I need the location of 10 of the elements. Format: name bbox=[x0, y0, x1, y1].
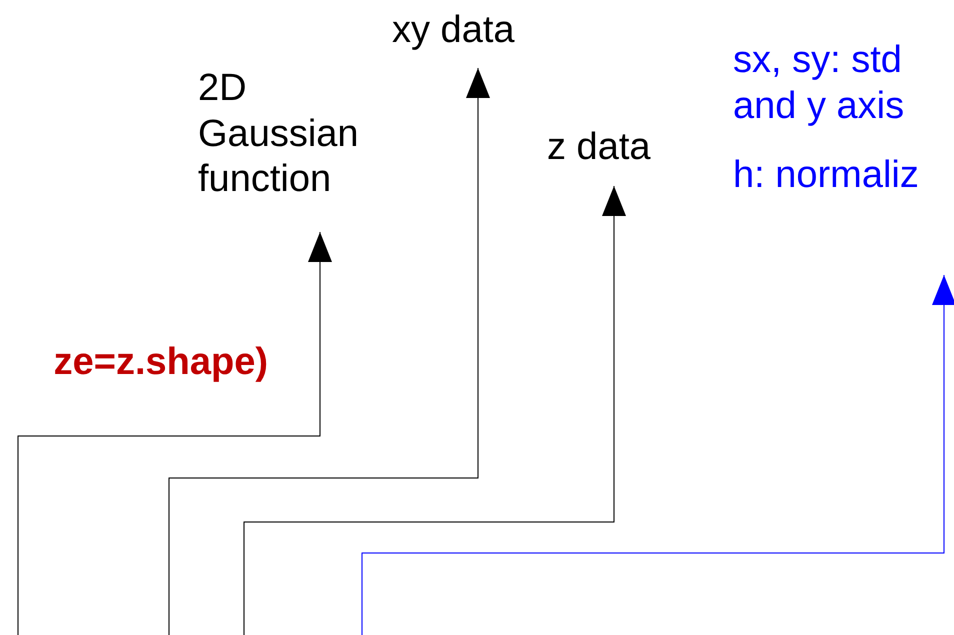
arrow bbox=[18, 232, 332, 635]
arrow bbox=[168, 68, 490, 635]
arrow bbox=[362, 274, 954, 635]
node-label: sx, sy: std and y axis bbox=[733, 38, 906, 129]
node-label: h: normaliz bbox=[733, 153, 920, 198]
node-label: xy data bbox=[392, 8, 516, 53]
code-text: ze=z.shape) bbox=[54, 340, 268, 385]
node-label: z data bbox=[547, 125, 652, 170]
arrow bbox=[244, 186, 626, 635]
node-label: 2D Gaussian function bbox=[198, 66, 360, 202]
